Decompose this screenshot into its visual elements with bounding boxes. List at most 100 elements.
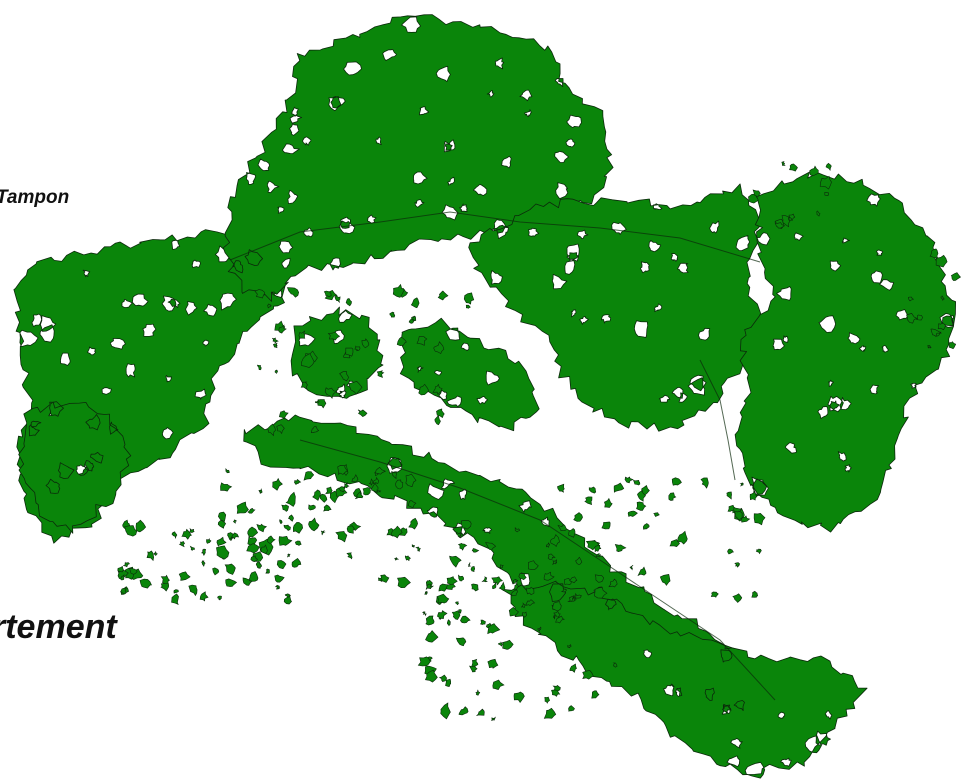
forest-fleck [146, 550, 155, 562]
region-south [501, 580, 868, 779]
forest-fleck [120, 587, 127, 595]
forest-fleck [526, 586, 535, 596]
forest-fleck [471, 583, 479, 592]
forest-fleck [460, 520, 472, 530]
forest-fleck [396, 336, 407, 347]
forest-fleck [189, 545, 195, 551]
forest-fleck [438, 674, 448, 682]
forest-fleck [481, 576, 489, 583]
forest-fleck [225, 578, 238, 587]
forest-fleck [582, 670, 594, 680]
forest-fleck [206, 537, 212, 544]
forest-fleck [543, 571, 555, 581]
forest-fleck [613, 482, 625, 493]
forest-fleck [585, 540, 600, 551]
forest-fleck [308, 517, 320, 532]
forest-fleck [550, 534, 560, 548]
forest-fleck [446, 576, 458, 586]
forest-fleck [372, 476, 380, 485]
forest-fleck [726, 491, 732, 500]
forest-fleck [604, 497, 613, 508]
forest-fleck [395, 479, 404, 490]
forest-fleck [260, 544, 268, 554]
forest-fleck [491, 576, 503, 586]
forest-fleck [568, 528, 576, 538]
forest-fleck [511, 589, 518, 597]
forest-fleck [458, 706, 469, 716]
forest-fleck [247, 508, 256, 514]
forest-fleck [314, 400, 320, 404]
forest-fleck [734, 562, 741, 568]
forest-fleck [608, 578, 618, 588]
forest-fleck [470, 566, 475, 572]
forest-fleck [476, 708, 485, 716]
forest-fleck [362, 487, 371, 496]
forest-fleck [930, 328, 942, 337]
forest-fleck [514, 526, 521, 533]
forest-fleck [361, 338, 370, 349]
forest-fleck [454, 601, 460, 606]
forest-fleck [236, 501, 249, 514]
forest-fleck [216, 536, 227, 547]
forest-fleck [564, 577, 572, 586]
forest-fleck [266, 535, 276, 544]
forest-fleck [627, 510, 638, 517]
forest-fleck [525, 599, 536, 606]
forest-fleck [457, 542, 468, 551]
forest-fleck [671, 477, 682, 486]
forest-fleck [471, 658, 479, 667]
forest-fleck [513, 691, 525, 704]
forest-fleck [432, 383, 443, 395]
forest-fleck [201, 548, 206, 556]
forest-fleck [950, 272, 961, 281]
forest-fleck [181, 528, 192, 540]
forest-fleck [274, 574, 285, 583]
forest-fleck [447, 619, 451, 627]
forest-fleck [948, 341, 957, 350]
forest-fleck [425, 615, 435, 626]
forest-fleck [376, 370, 385, 378]
forest-fleck [545, 542, 551, 548]
forest-fleck [232, 519, 237, 524]
forest-fleck [700, 477, 709, 489]
forest-fleck [135, 519, 147, 533]
forest-fleck [279, 519, 283, 524]
forest-fleck [300, 381, 308, 390]
forest-fleck [422, 611, 427, 617]
forest-fleck [390, 525, 403, 539]
forest-fleck [160, 574, 170, 584]
forest-fleck [276, 424, 285, 435]
forest-fleck [573, 512, 583, 522]
forest-fleck [521, 602, 526, 608]
forest-fleck [753, 512, 766, 526]
forest-fleck [479, 619, 486, 625]
forest-fleck [594, 587, 608, 599]
forest-fleck [915, 314, 923, 321]
forest-fleck [584, 496, 593, 506]
town-label-tampon: Tampon [0, 187, 70, 208]
forest-fleck [308, 504, 316, 511]
forest-fleck [460, 615, 471, 624]
department-label: rtement [0, 608, 117, 646]
forest-fleck [283, 594, 292, 605]
forest-fleck [781, 160, 786, 166]
forest-fleck [492, 582, 497, 590]
forest-fleck [440, 702, 451, 720]
forest-fleck [320, 530, 326, 536]
forest-fleck [343, 481, 350, 489]
forest-fleck [351, 474, 359, 482]
forest-fleck [272, 337, 279, 344]
forest-fleck [819, 175, 832, 190]
forest-fleck [294, 479, 302, 486]
forest-fleck [217, 595, 222, 601]
forest-fleck [272, 477, 283, 491]
river-line [299, 439, 776, 701]
forest-fleck [591, 690, 600, 699]
forest-fleck [816, 210, 821, 217]
forest-fleck [612, 662, 618, 668]
forest-fleck [451, 610, 461, 620]
forest-fleck [588, 486, 597, 494]
forest-fleck [752, 189, 761, 197]
forest-fleck [492, 679, 505, 690]
